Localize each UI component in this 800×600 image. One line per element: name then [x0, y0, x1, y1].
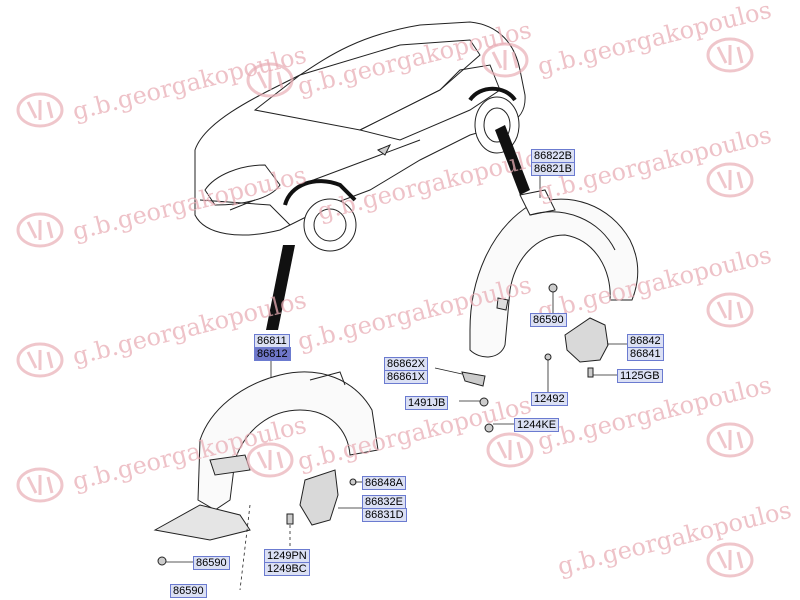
part-label-1249bc: 1249BC — [264, 562, 310, 576]
watermark-logo — [16, 342, 64, 378]
part-label-86848a: 86848A — [362, 476, 406, 490]
part-label-86841: 86841 — [627, 347, 664, 361]
part-label-86590-rear: 86590 — [530, 313, 567, 327]
part-label-86831d: 86831D — [362, 508, 407, 522]
watermark-logo — [481, 42, 529, 78]
part-label-1125gb: 1125GB — [617, 369, 663, 383]
part-label-86842: 86842 — [627, 334, 664, 348]
watermark-text: g.b.georgakopoulos — [70, 411, 310, 496]
part-label-1491jb: 1491JB — [405, 396, 449, 410]
front-connector-band — [266, 245, 295, 330]
part-label-86590-bottom: 86590 — [170, 584, 207, 598]
watermark-logo — [246, 62, 294, 98]
part-label-86822b: 86822B — [531, 149, 575, 163]
watermark-logo-group — [16, 37, 754, 578]
part-label-86821b: 86821B — [531, 162, 575, 176]
part-label-86861x: 86861X — [384, 370, 428, 384]
watermark-logo — [706, 292, 754, 328]
part-label-86590-front: 86590 — [193, 556, 230, 570]
part-label-12492: 12492 — [531, 392, 568, 406]
watermark-logo — [706, 37, 754, 73]
part-label-1249pn: 1249PN — [264, 549, 310, 563]
watermark-text: g.b.georgakopoulos — [555, 496, 795, 581]
watermark-text: g.b.georgakopoulos — [535, 371, 775, 456]
front-fender-liner — [153, 371, 379, 541]
watermark-logo — [16, 467, 64, 503]
front-mud-flap — [299, 469, 339, 526]
part-label-86862x: 86862X — [384, 357, 428, 371]
watermark-text: g.b.georgakopoulos — [535, 241, 775, 326]
watermark-logo — [16, 92, 64, 128]
rear-connector-band — [495, 125, 530, 195]
leader-lines — [166, 175, 627, 591]
rear-fender-liner — [469, 189, 639, 358]
part-label-1244ke: 1244KE — [514, 418, 560, 432]
watermark-logo — [16, 212, 64, 248]
watermark-logo — [706, 422, 754, 458]
watermark-logo — [246, 442, 294, 478]
rear-mud-flap — [564, 317, 609, 363]
fastener-group — [157, 283, 594, 566]
part-label-86812: 86812 — [254, 347, 291, 361]
watermark-logo — [706, 542, 754, 578]
part-label-86811: 86811 — [254, 334, 290, 348]
watermark-logo — [486, 432, 534, 468]
part-label-86832e: 86832E — [362, 495, 406, 509]
watermark-logo — [706, 162, 754, 198]
